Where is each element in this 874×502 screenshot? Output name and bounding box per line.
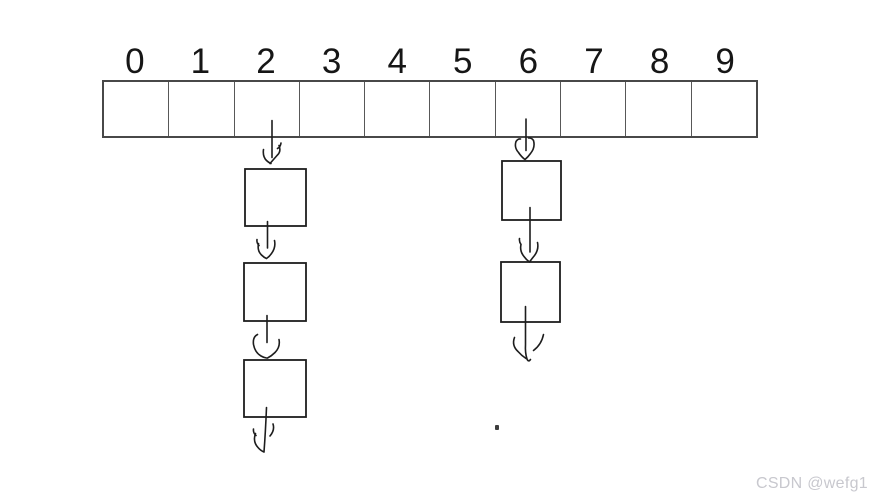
bucket-label-3: 3 bbox=[321, 42, 342, 81]
watermark: CSDN @wefg1 bbox=[755, 475, 868, 492]
bucket-label-9: 9 bbox=[715, 42, 735, 81]
bucket-label-0: 0 bbox=[125, 42, 145, 81]
bucket-cell-8 bbox=[625, 82, 690, 136]
chain2-node-3 bbox=[243, 359, 307, 418]
bucket-cell-3 bbox=[298, 82, 364, 136]
arrow-bucket6-to-node1-icon bbox=[514, 118, 535, 161]
bucket-cell-7 bbox=[560, 82, 625, 136]
arrow-chain2-null-icon bbox=[252, 406, 275, 453]
bucket-cell-6 bbox=[494, 82, 560, 136]
bucket-cell-2 bbox=[233, 82, 299, 136]
bucket-label-5: 5 bbox=[453, 42, 473, 81]
arrow-bucket2-to-node1-icon bbox=[262, 119, 282, 165]
chain2-node-1 bbox=[244, 168, 307, 227]
bucket-label-1: 1 bbox=[190, 42, 211, 81]
bucket-cell-9 bbox=[690, 82, 756, 136]
bucket-label-2: 2 bbox=[256, 42, 276, 81]
bucket-label-4: 4 bbox=[387, 42, 407, 81]
bucket-label-6: 6 bbox=[518, 42, 539, 81]
bucket-label-7: 7 bbox=[584, 42, 604, 81]
bucket-label-8: 8 bbox=[649, 42, 670, 81]
stray-dot bbox=[495, 425, 499, 430]
bucket-cell-5 bbox=[429, 82, 494, 136]
bucket-cell-4 bbox=[364, 82, 429, 136]
arrow-chain6-node1-to-node2-icon bbox=[518, 206, 539, 263]
arrow-chain6-null-icon bbox=[512, 305, 545, 362]
chain6-node-1 bbox=[501, 160, 562, 221]
bucket-index-row: 0 1 2 3 4 5 6 7 8 9 bbox=[102, 42, 758, 81]
arrow-chain2-node2-to-node3-icon bbox=[252, 314, 281, 359]
chain6-node-2 bbox=[500, 261, 561, 323]
bucket-array bbox=[102, 80, 758, 138]
arrow-chain2-node1-to-node2-icon bbox=[256, 220, 276, 260]
chain2-node-2 bbox=[243, 262, 307, 322]
bucket-cell-1 bbox=[168, 82, 233, 136]
